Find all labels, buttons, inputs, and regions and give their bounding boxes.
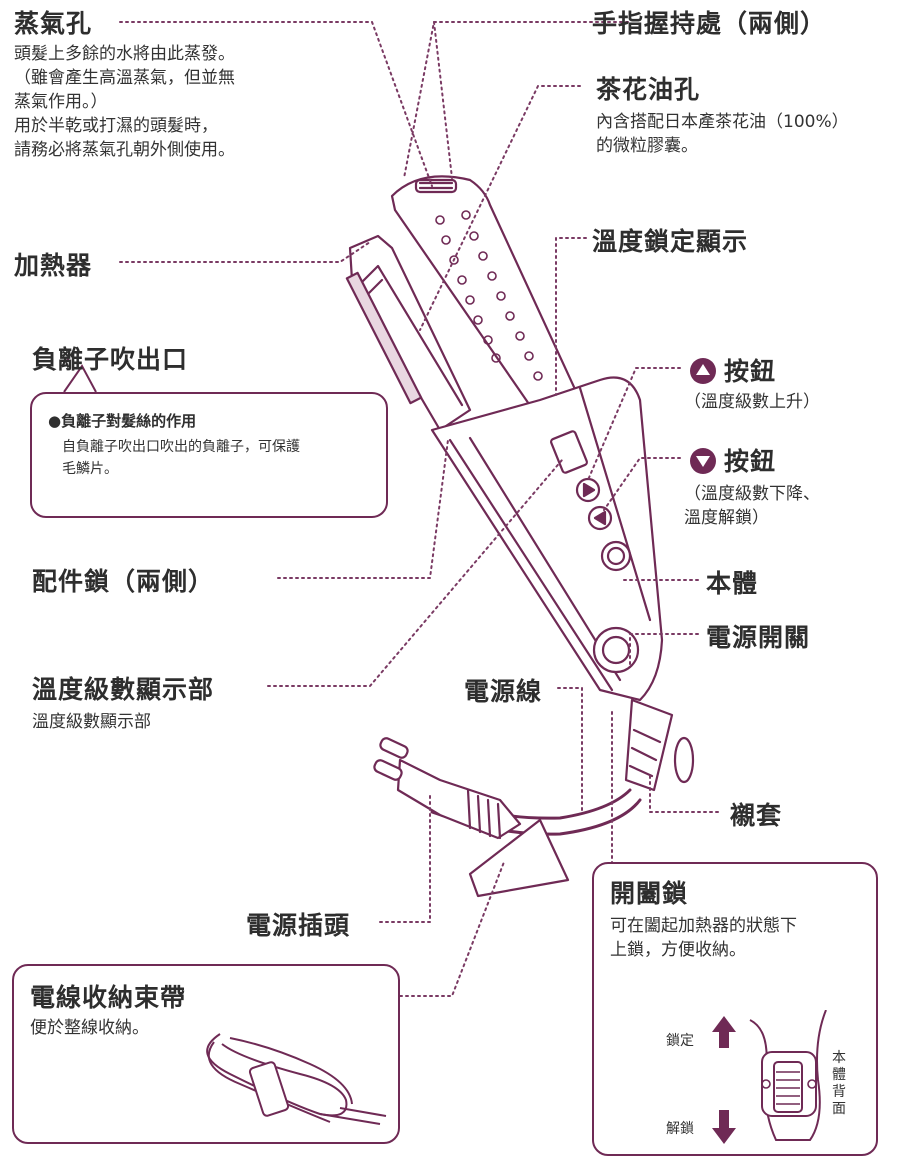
open-close-lock-box xyxy=(592,862,878,1156)
plug-title: 電源插頭 xyxy=(246,911,351,940)
anion-box-heading: ●負離子對髮絲的作用 xyxy=(48,412,197,430)
body-title: 本體 xyxy=(706,569,759,598)
camellia-hole-title: 茶花油孔 xyxy=(596,75,701,104)
power-cord-title: 電源線 xyxy=(464,677,543,706)
camellia-hole-desc: 內含搭配日本產茶花油（100%） 的微粒膠囊。 xyxy=(596,112,849,156)
temp-display-desc: 溫度級數顯示部 xyxy=(32,712,151,732)
down-button-label: 按鈕 xyxy=(724,447,777,476)
iron-body xyxy=(430,376,664,702)
triangle-up-icon xyxy=(690,358,716,384)
triangle-down-icon xyxy=(690,448,716,474)
lock-detail-graphic xyxy=(712,1010,827,1144)
strap-graphic xyxy=(468,818,570,898)
camellia-oil-holes xyxy=(435,210,543,381)
body-back-label: 本 體 背 面 xyxy=(832,1050,846,1117)
open-close-lock-title: 開闔鎖 xyxy=(610,879,689,908)
up-button-title: 按鈕 xyxy=(690,352,776,388)
steam-hole-desc: 頭髮上多餘的水將由此蒸發。 （雖會產生高溫蒸氣，但並無 蒸氣作用。） 用於半乾或… xyxy=(14,44,235,160)
finger-grip-title: 手指握持處（兩側） xyxy=(592,9,827,38)
attachment-lock-title: 配件鎖（兩側） xyxy=(32,567,215,596)
anion-box-desc: 自負離子吹出口吹出的負離子，可保護 毛鱗片。 xyxy=(62,439,300,477)
cord-band-title: 電線收納束帶 xyxy=(30,983,187,1012)
anion-info-box xyxy=(30,392,388,518)
cord-band-desc: 便於整線收納。 xyxy=(30,1018,149,1038)
power-switch-title: 電源開關 xyxy=(706,623,811,652)
bushing-graphic xyxy=(624,698,674,792)
lock-label: 鎖定 xyxy=(666,1033,694,1049)
down-button-desc: （溫度級數下降、 溫度解鎖） xyxy=(684,484,820,528)
temp-lock-display-title: 溫度鎖定顯示 xyxy=(592,227,749,256)
plug-graphic xyxy=(396,758,522,840)
cord-band-box xyxy=(12,964,400,1144)
heater-title: 加熱器 xyxy=(14,251,93,280)
body-button-graphic xyxy=(600,540,632,572)
bushing-title: 襯套 xyxy=(730,801,783,830)
down-button-title: 按鈕 xyxy=(690,442,776,478)
upper-arm xyxy=(390,175,582,422)
anion-outlet-title: 負離子吹出口 xyxy=(32,345,189,374)
steam-hole-title: 蒸氣孔 xyxy=(14,9,93,38)
arrow-down-icon xyxy=(712,1110,736,1144)
temp-display-title: 溫度級數顯示部 xyxy=(32,675,215,704)
power-switch-graphic xyxy=(592,626,640,674)
cord-band-graphic xyxy=(206,1033,387,1125)
unlock-label: 解鎖 xyxy=(666,1121,694,1137)
up-button-label: 按鈕 xyxy=(724,357,777,386)
open-close-lock-desc: 可在闔起加熱器的狀態下 上鎖，方便收納。 xyxy=(610,916,797,960)
arrow-up-icon xyxy=(712,1016,736,1048)
up-button-desc: （溫度級數上升） xyxy=(684,392,820,412)
